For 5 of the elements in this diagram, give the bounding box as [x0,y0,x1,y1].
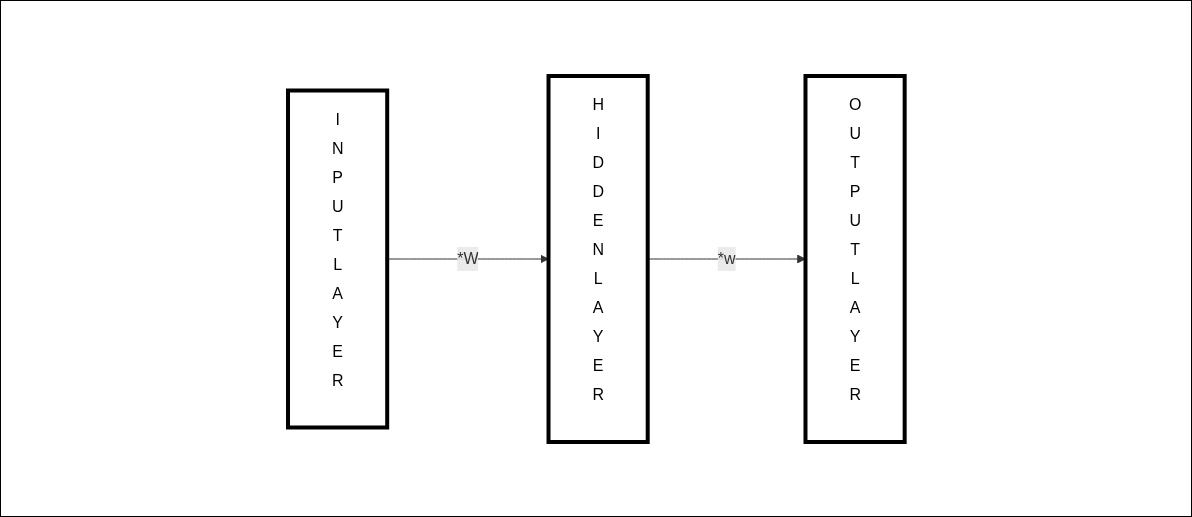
edge-label: *W [456,249,479,267]
node-box [803,73,907,444]
node-box [546,73,650,444]
node-box [285,88,389,429]
edge-label: *w [717,249,736,267]
